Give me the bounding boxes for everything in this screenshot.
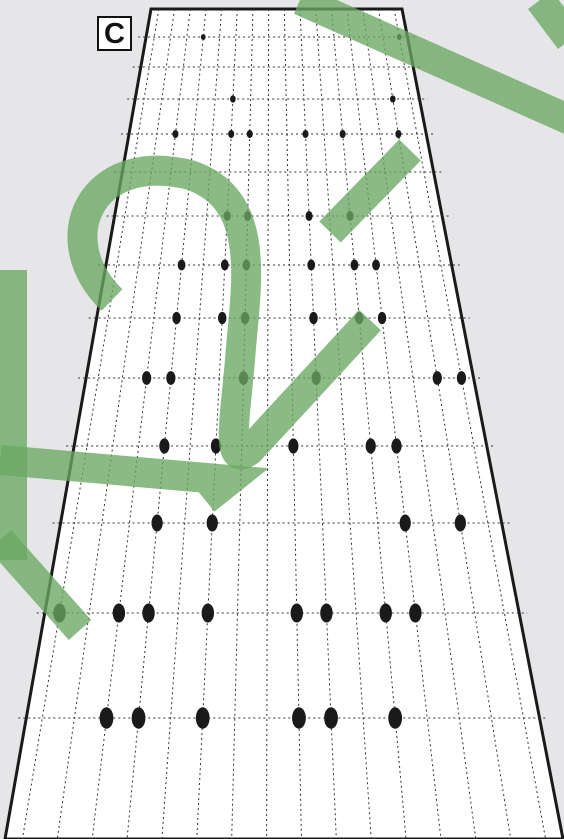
grid-dot <box>372 259 380 270</box>
grid-dot <box>291 603 303 622</box>
grid-dot <box>390 95 396 102</box>
grid-dot <box>201 34 206 40</box>
grid-dot <box>309 312 317 324</box>
grid-dot <box>307 259 315 270</box>
grid-dot <box>433 371 442 385</box>
grid-dot <box>292 707 306 728</box>
grid-dot <box>457 371 466 385</box>
grid-dot <box>113 603 125 622</box>
grid-dot <box>132 707 146 728</box>
grid-dot <box>340 130 346 138</box>
grid-dot <box>306 211 313 221</box>
grid-dot <box>378 312 386 324</box>
grid-dot <box>409 603 421 622</box>
grid-dot <box>221 259 229 270</box>
grid-dot <box>288 438 298 453</box>
grid-dot <box>172 312 180 324</box>
grid-dot <box>395 130 401 138</box>
grid-dot <box>380 603 392 622</box>
grid-dot <box>207 515 218 532</box>
grid-dot <box>100 707 114 728</box>
grid-dot <box>178 259 186 270</box>
grid-dot <box>351 259 359 270</box>
grid-dot <box>142 603 154 622</box>
grid-dot <box>166 371 175 385</box>
grid-dot <box>320 603 332 622</box>
grid-dot <box>400 515 411 532</box>
grid-dot <box>202 603 214 622</box>
grid-dot <box>218 312 226 324</box>
grid-dot <box>230 95 236 102</box>
grid-dot <box>391 438 401 453</box>
grid-dot <box>228 130 234 138</box>
grid-dot <box>159 438 169 453</box>
grid-dot <box>142 371 151 385</box>
grid-dot <box>151 515 162 532</box>
grid-dot <box>196 707 210 728</box>
grid-dot <box>455 515 466 532</box>
grid-dot <box>302 130 308 138</box>
grid-dot <box>366 438 376 453</box>
panel-label: C <box>97 16 132 51</box>
grid-dot <box>324 707 338 728</box>
grid-dot <box>172 130 178 138</box>
grid-dot <box>247 130 253 138</box>
watermark-stroke <box>540 0 564 40</box>
grid-dot <box>388 707 402 728</box>
